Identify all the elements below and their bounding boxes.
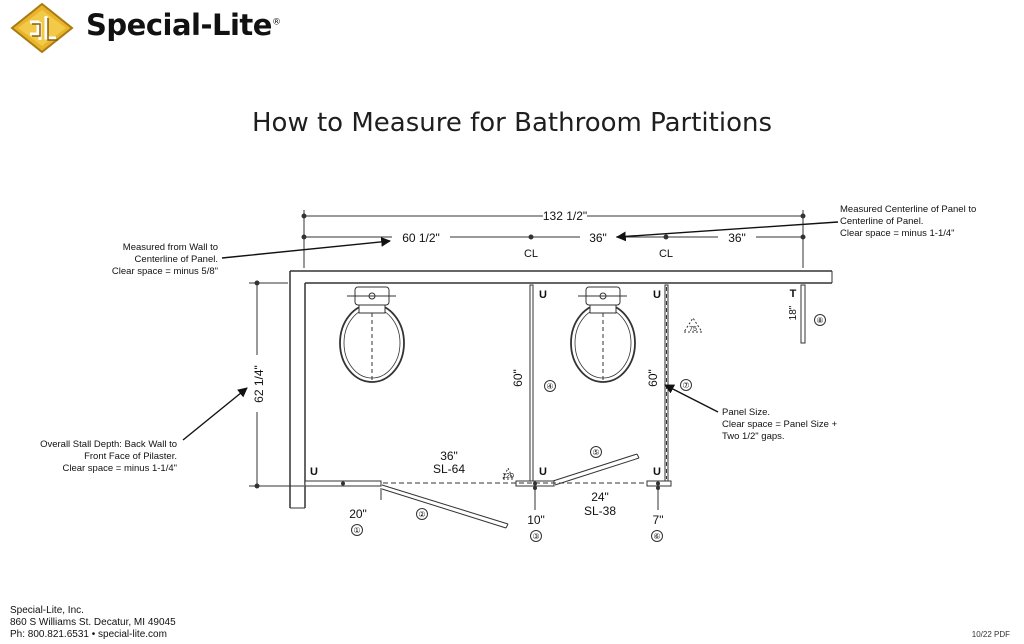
door-5	[552, 453, 640, 486]
dim-cl-to-end	[666, 234, 806, 240]
callout-8: ⑧	[816, 316, 823, 325]
callout-circle-7	[680, 379, 692, 391]
note-stall-depth: Overall Stall Depth: Back Wall to Front …	[40, 439, 177, 474]
pilaster-1	[304, 480, 382, 487]
dim-label-pilaster-1: 20"	[349, 507, 367, 521]
brand-logo: Special-Lite®	[10, 2, 310, 54]
swing-triangle-1	[502, 466, 514, 480]
centerline-mark-2: CL	[659, 248, 673, 260]
brand-name: Special-Lite®	[86, 8, 281, 42]
callout-3: ③	[532, 532, 539, 541]
footer-contact: Ph: 800.821.6531 • special-lite.com	[10, 629, 167, 640]
note-panel-size: Panel Size. Clear space = Panel Size + T…	[722, 407, 838, 442]
pilaster-6	[646, 480, 672, 487]
callout-circle-5	[590, 446, 602, 458]
dim-label-stall-depth: 62 1/4"	[252, 365, 266, 403]
callout-circle-6	[651, 530, 663, 542]
u-bracket-4: U	[539, 466, 547, 478]
toilet-1	[339, 286, 405, 383]
panel-4	[529, 284, 534, 482]
dim-pilaster-6	[656, 486, 660, 510]
door-2	[381, 484, 509, 529]
callout-circle-4	[544, 380, 556, 392]
callout-circle-8	[814, 314, 826, 326]
panel-7	[664, 284, 669, 482]
callout-4: ④	[546, 382, 553, 391]
swing-label-1: 120	[502, 473, 514, 480]
dim-pilaster-3	[533, 486, 537, 510]
callout-circle-1	[351, 524, 363, 536]
callout-7: ⑦	[682, 381, 689, 390]
callout-5: ⑤	[592, 448, 599, 457]
dim-pilaster-1	[304, 488, 382, 500]
callout-2: ②	[418, 510, 425, 519]
document-code: 10/22 PDF	[971, 630, 1010, 639]
dim-label-end-panel: 18"	[788, 305, 799, 320]
t-bracket: T	[790, 288, 797, 300]
centerline-mark-1: CL	[524, 248, 538, 260]
leader-panel-size	[664, 384, 719, 413]
swing-label-2: 75	[689, 326, 697, 333]
dim-label-door-b: 24"	[591, 490, 609, 504]
door-b-model: SL-38	[584, 504, 616, 518]
dim-stall-depth	[249, 280, 304, 489]
u-bracket-3: U	[310, 466, 318, 478]
note-wall-to-centerline: Measured from Wall to Centerline of Pane…	[111, 242, 218, 277]
dim-label-cl-to-end: 36"	[728, 231, 746, 245]
door-a-model: SL-64	[433, 462, 465, 476]
swing-triangle-2	[683, 317, 703, 333]
dim-label-panel-7: 60"	[646, 369, 660, 387]
end-panel-8	[800, 284, 806, 344]
leader-stall-depth	[182, 387, 248, 441]
callout-circle-3	[530, 530, 542, 542]
leader-wall-to-cl	[221, 237, 391, 259]
leader-cl-to-cl	[616, 221, 839, 242]
dim-label-pilaster-6: 7"	[653, 513, 664, 527]
dim-label-overall: 132 1/2"	[543, 209, 587, 223]
callout-1: ①	[353, 526, 360, 535]
u-bracket-1: U	[539, 289, 547, 301]
footer-address: 860 S Williams St. Decatur, MI 49045	[10, 617, 176, 628]
dim-label-panel-4: 60"	[511, 369, 525, 387]
dim-label-cl-to-cl: 36"	[589, 231, 607, 245]
back-wall	[290, 270, 833, 284]
note-centerline-to-centerline: Measured Centerline of Panel to Centerli…	[840, 204, 977, 239]
dim-label-door-a: 36"	[440, 449, 458, 463]
footer: Special-Lite, Inc. 860 S Williams St. De…	[10, 605, 176, 641]
dim-label-pilaster-3: 10"	[527, 513, 545, 527]
u-bracket-2: U	[653, 289, 661, 301]
u-bracket-5: U	[653, 466, 661, 478]
dim-wall-to-cl	[301, 234, 534, 240]
toilet-2	[570, 286, 636, 383]
dim-label-wall-to-cl: 60 1/2"	[402, 231, 440, 245]
side-wall	[289, 271, 306, 509]
callout-circle-2	[416, 508, 428, 520]
brand-logo-mark	[10, 2, 74, 54]
footer-company: Special-Lite, Inc.	[10, 605, 84, 616]
page-title: How to Measure for Bathroom Partitions	[252, 108, 772, 138]
callout-6: ⑥	[653, 532, 660, 541]
